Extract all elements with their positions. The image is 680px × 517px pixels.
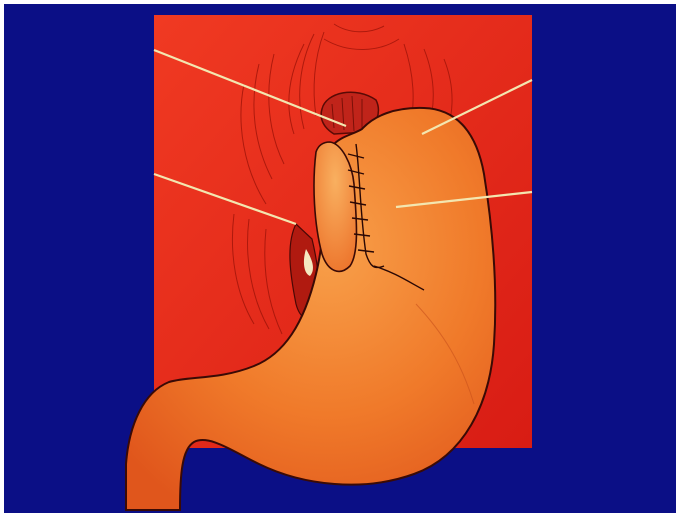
slide-background (4, 4, 676, 513)
surgical-diagram (4, 4, 676, 513)
